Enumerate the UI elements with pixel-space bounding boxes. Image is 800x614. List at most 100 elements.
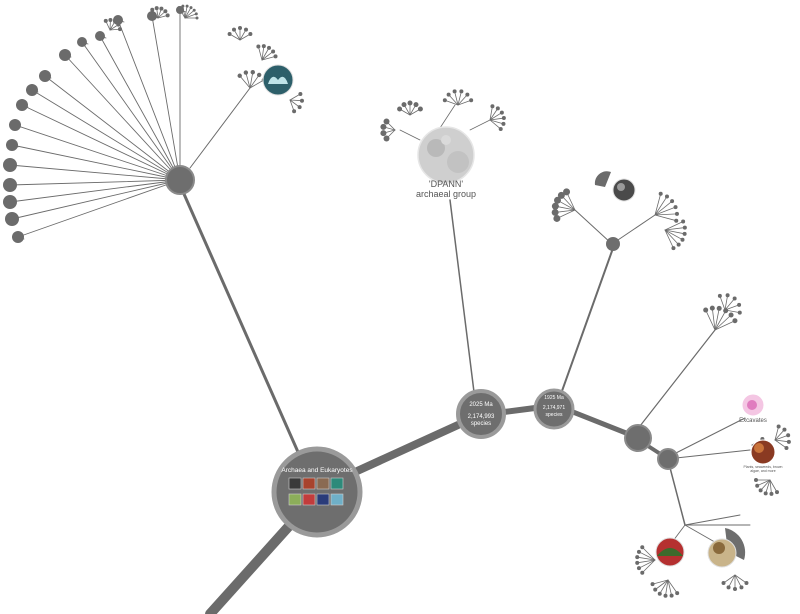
leaf-tip-icon (737, 310, 742, 315)
dpann-thumbnail[interactable] (417, 126, 475, 184)
branch-to-right-hub (570, 409, 629, 436)
leaf-spoke (184, 5, 188, 19)
plants-thumbnail[interactable] (750, 439, 776, 465)
leaf-tip-icon (669, 593, 674, 598)
branch-to-1925 (501, 405, 538, 415)
leaf-tip-icon (553, 214, 561, 222)
leaf-tip-icon (551, 202, 559, 210)
leaf-spoke (724, 298, 736, 311)
plants-label-line1: Plants, seaweeds, brown (744, 465, 783, 469)
leaf-branch (117, 19, 181, 181)
leaf-spoke (652, 579, 669, 585)
leaf-tip-icon (194, 12, 198, 16)
excavates-thumbnail[interactable] (741, 393, 765, 417)
leaf-tip-icon (185, 4, 189, 8)
leaf-branch (81, 41, 181, 181)
leaf-spoke (489, 107, 499, 121)
leaf-tip-icon (297, 105, 302, 110)
leaf-tip-icon (635, 555, 640, 560)
photo-thumbnail-icon (330, 477, 344, 490)
leaf-tip-icon (709, 305, 715, 311)
leaf-tip-icon (237, 73, 242, 78)
node-eukaryote-hub[interactable] (657, 448, 679, 470)
leaf-tip-icon (181, 4, 185, 8)
leaf-tip-icon (177, 6, 181, 10)
leaf-spoke (723, 574, 736, 584)
leaf-tip-icon (675, 591, 680, 596)
node-1925-ma[interactable]: 1925 Ma 2,174,971 species (533, 388, 575, 430)
leaf-branch (11, 144, 181, 181)
leaf-branch (14, 124, 181, 181)
photo-thumbnail-icon (750, 439, 776, 465)
leaf-tip-icon (26, 84, 38, 96)
leaf-tip-icon (732, 296, 737, 301)
leaf-spoke (667, 579, 678, 594)
leaf-tip-icon (16, 99, 28, 111)
leaf-tip-icon (3, 158, 17, 172)
leaf-spoke (774, 439, 787, 449)
leaf-spoke (489, 119, 502, 130)
branch-plants (675, 449, 751, 459)
leaf-tip-icon (407, 100, 413, 106)
leaf-spoke (249, 71, 254, 89)
branch-to-2025 (351, 421, 462, 476)
node-upper-right-hub[interactable] (606, 237, 620, 251)
leaf-tip-icon (664, 194, 669, 199)
branch-line (684, 514, 741, 526)
leaf-spoke (728, 574, 736, 588)
photo-thumbnail-icon (316, 477, 330, 490)
leaf-spoke (184, 7, 192, 19)
leaf-tip-icon (116, 22, 121, 27)
leaf-spoke (289, 93, 301, 101)
leaf-branch (151, 15, 181, 181)
leaf-tip-icon (657, 591, 662, 596)
leaf-tip-icon (150, 7, 155, 12)
node-1925-age: 1925 Ma (544, 395, 564, 401)
leaf-spoke (448, 94, 459, 106)
leaf-fan-layer (3, 4, 791, 598)
leaf-spoke (239, 75, 251, 89)
leaf-spoke (489, 117, 505, 121)
node-layer: Archaea and Eukaryotes 2025 Ma 2,174,993… (165, 64, 783, 568)
node-2025-ma[interactable]: 2025 Ma 2,174,993 species (456, 389, 506, 439)
leaf-spoke (444, 99, 459, 106)
branch-upper-fan (639, 329, 716, 427)
node-archaea-eukaryotes[interactable]: Archaea and Eukaryotes (271, 446, 363, 538)
leaf-spoke (261, 45, 265, 61)
leaf-spoke (665, 579, 669, 597)
branch-to-upper-left-hub (182, 192, 300, 454)
leaf-tip-icon (383, 135, 390, 142)
leaf-spoke (257, 46, 263, 61)
leaf-tip-icon (682, 231, 687, 236)
leaf-spoke (774, 426, 780, 441)
leaf-tip-icon (755, 483, 760, 488)
tan-organism-thumbnail[interactable] (707, 528, 746, 568)
leaf-spoke (659, 579, 669, 595)
node-right-hub[interactable] (624, 424, 652, 452)
branch-line (439, 104, 456, 129)
leaf-tip-icon (676, 242, 681, 247)
leaf-spoke (769, 479, 772, 495)
leaf-tip-icon (554, 196, 562, 204)
leaf-tip-icon (95, 31, 105, 41)
leaf-tip-icon (244, 27, 248, 32)
leaf-tip-icon (452, 89, 457, 94)
teal-organism-thumbnail[interactable] (262, 64, 294, 96)
leaf-tip-icon (728, 312, 734, 318)
photo-thumbnail-icon (288, 493, 302, 506)
node-upper-left-hub[interactable] (165, 165, 195, 195)
leaf-tip-icon (154, 6, 159, 11)
leaf-spoke (654, 200, 673, 216)
red-organism-thumbnail[interactable] (655, 537, 685, 567)
sphere-organism-thumbnail[interactable] (612, 178, 636, 202)
leaf-branch (574, 209, 613, 245)
leaf-tip-icon (680, 237, 685, 242)
leaf-tip-icon (9, 119, 21, 131)
leaf-tip-icon (192, 8, 196, 12)
plants-label-line2: algae, and more (750, 469, 775, 473)
leaf-branch (21, 104, 181, 181)
leaf-spoke (638, 551, 656, 561)
leaf-branch (9, 179, 181, 186)
leaf-tip-icon (744, 581, 749, 586)
